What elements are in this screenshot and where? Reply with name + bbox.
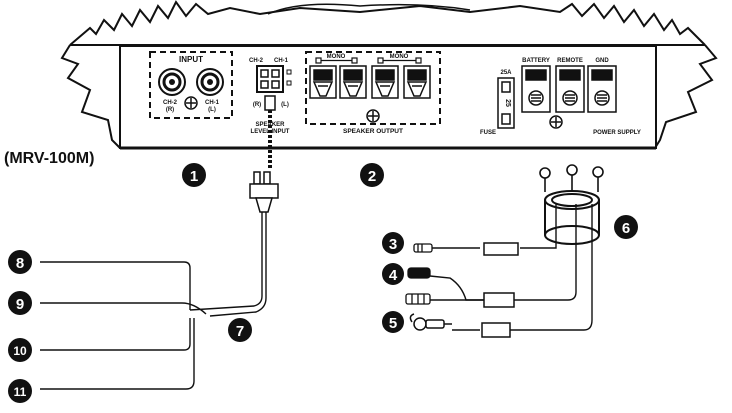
sl-ch2-label: CH-2: [249, 58, 264, 64]
speaker-terminal-2[interactable]: [339, 65, 367, 99]
callout-9: 9: [8, 291, 32, 315]
fuse-value-label: 25: [504, 99, 511, 107]
input-label: INPUT: [179, 55, 203, 64]
svg-text:6: 6: [622, 220, 630, 237]
gnd-label: GND: [595, 58, 609, 64]
mono-bracket-1: [315, 57, 358, 64]
speaker-terminal-4[interactable]: [403, 65, 431, 99]
svg-text:3: 3: [389, 236, 397, 253]
fuse-label: FUSE: [480, 130, 496, 136]
battery-terminal[interactable]: [521, 65, 551, 113]
svg-text:5: 5: [389, 315, 397, 332]
ch1-label: CH-1: [205, 100, 220, 106]
gnd-terminal[interactable]: [587, 65, 617, 113]
bullet-connector-icon: [413, 243, 433, 253]
callout-8: 8: [8, 250, 32, 274]
speaker-level-connector[interactable]: [256, 65, 292, 93]
speaker-level-harness-plug[interactable]: [249, 171, 279, 213]
svg-text:1: 1: [190, 168, 198, 185]
callout-10: 10: [8, 338, 32, 362]
remote-terminal[interactable]: [555, 65, 585, 113]
svg-text:4: 4: [389, 267, 398, 284]
speaker-level-plug: [264, 95, 276, 111]
svg-text:10: 10: [13, 344, 27, 358]
rca-jack-ch1[interactable]: [196, 68, 224, 96]
callout-3: 3: [382, 232, 404, 254]
inline-filter-2: [483, 292, 515, 308]
speaker-terminal-1[interactable]: [309, 65, 337, 99]
ferrite-core: [544, 190, 600, 245]
speaker-level-wires: [40, 212, 267, 390]
power-harness-wires: [428, 204, 593, 331]
svg-text:2: 2: [368, 168, 376, 185]
inline-filter-3: [481, 322, 511, 338]
sl-r-label: (R): [253, 102, 261, 108]
ch1-side-label: (L): [208, 107, 216, 113]
callout-7: 7: [228, 318, 252, 342]
callout-6: 6: [614, 215, 638, 239]
callout-5: 5: [382, 311, 404, 333]
mono-label-2: MONO: [390, 54, 409, 60]
callout-1: 1: [182, 163, 206, 187]
ring-lug-icon: [409, 313, 452, 331]
fuse-connector-icon: [405, 267, 431, 305]
speaker-terminal-3[interactable]: [371, 65, 399, 99]
ground-screw-icon: [366, 109, 380, 123]
fuse-rating-label: 25A: [500, 70, 512, 76]
ring-terminals: [539, 164, 604, 192]
callout-4: 4: [382, 263, 404, 285]
inline-filter-1: [483, 242, 519, 256]
fuse-holder[interactable]: [497, 77, 515, 129]
speaker-output-label: SPEAKER OUTPUT: [343, 128, 403, 135]
svg-text:7: 7: [236, 323, 244, 340]
ground-screw-icon: [184, 96, 198, 110]
ground-screw-icon: [549, 115, 563, 129]
input-group-box: [149, 51, 233, 119]
speaker-output-box: [305, 51, 441, 125]
ch2-label: CH-2: [163, 100, 178, 106]
svg-text:11: 11: [14, 385, 27, 399]
rca-jack-ch2[interactable]: [158, 68, 186, 96]
mono-bracket-2: [377, 57, 422, 64]
mono-label-1: MONO: [327, 54, 346, 60]
battery-label: BATTERY: [522, 58, 550, 64]
sl-l-label: (L): [281, 102, 289, 108]
svg-text:9: 9: [16, 296, 24, 313]
callout-11: 11: [8, 379, 32, 403]
callout-2: 2: [360, 163, 384, 187]
power-supply-label: POWER SUPPLY: [593, 130, 641, 136]
svg-text:8: 8: [16, 255, 24, 272]
ch2-side-label: (R): [166, 107, 174, 113]
model-label: (MRV-100M): [4, 150, 95, 167]
remote-label: REMOTE: [557, 58, 583, 64]
sl-ch1-label: CH-1: [274, 58, 289, 64]
